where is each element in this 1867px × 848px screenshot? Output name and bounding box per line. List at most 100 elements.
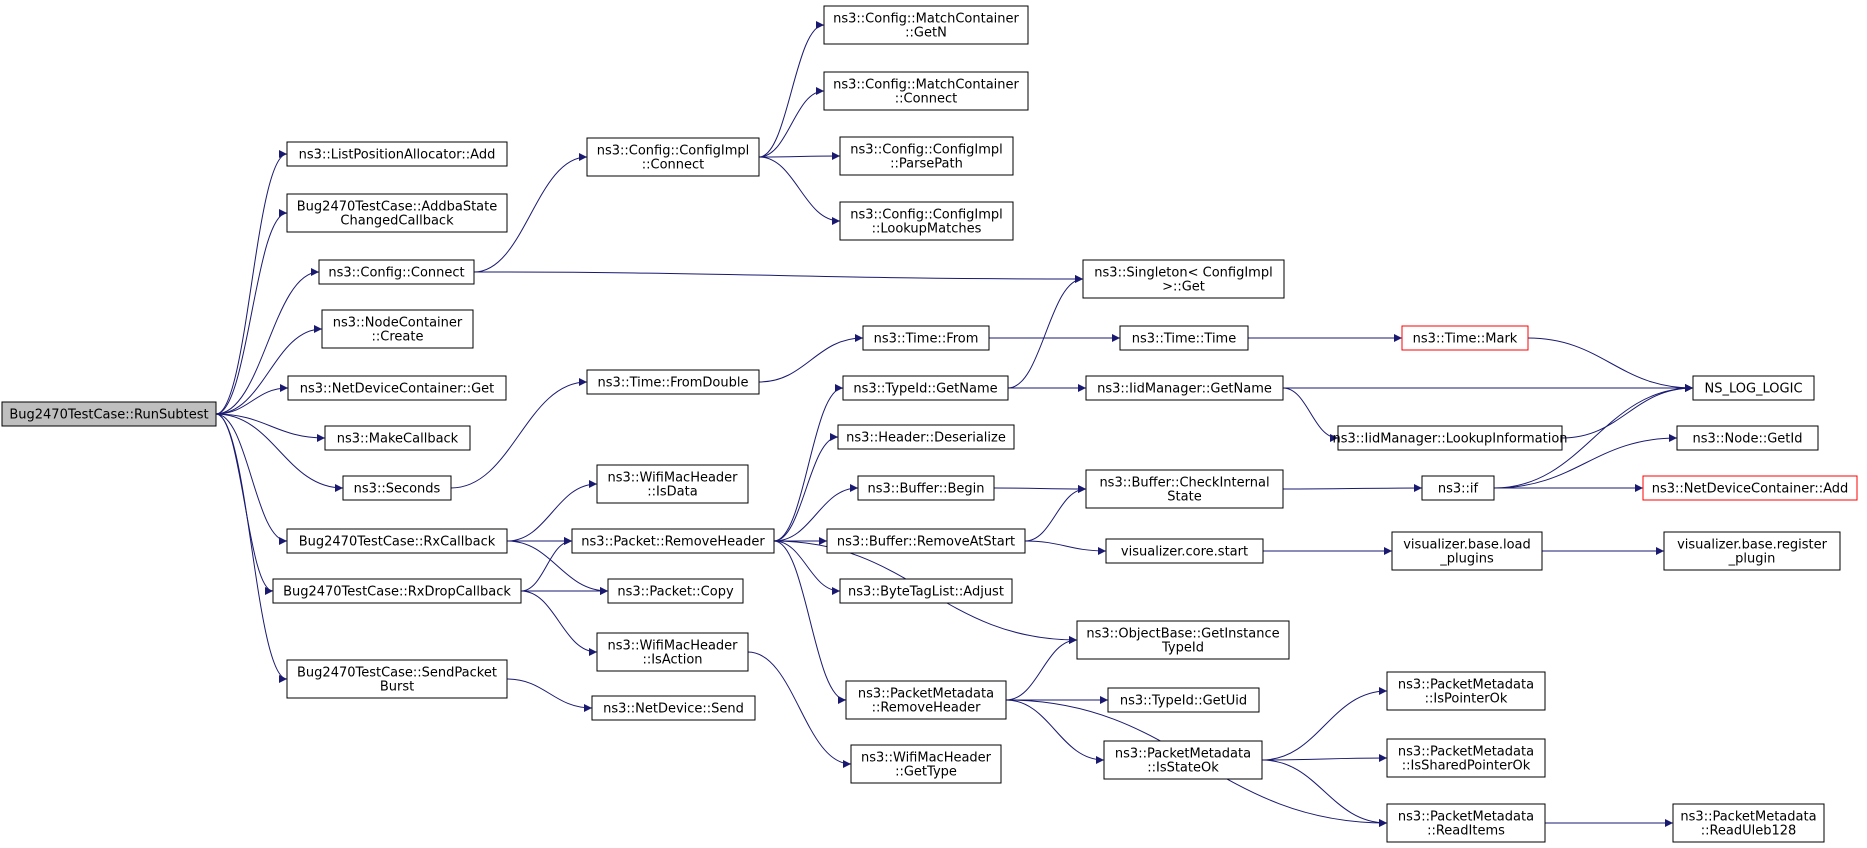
node-singletonget[interactable]: ns3::Singleton< ConfigImpl>::Get: [1082, 259, 1285, 299]
edge-root-to-cfgconnect: [215, 268, 320, 415]
node-label: ::Create: [372, 330, 424, 345]
node-label: ns3::WifiMacHeader: [607, 639, 738, 654]
node-label: _plugin: [1728, 552, 1776, 567]
node-label: ns3::Time::FromDouble: [598, 376, 749, 391]
node-label: ::IsAction: [642, 653, 702, 668]
edge-nsif-to-nslog: [1493, 384, 1694, 489]
node-btladjust[interactable]: ns3::ByteTagList::Adjust: [839, 578, 1013, 604]
edge-removeheader-to-hdrdeser: [773, 433, 839, 542]
node-label: NS_LOG_LOGIC: [1704, 382, 1802, 397]
node-addba[interactable]: Bug2470TestCase::AddbaStateChangedCallba…: [286, 193, 508, 233]
node-label: ns3::WifiMacHeader: [861, 751, 992, 766]
node-nodegetid[interactable]: ns3::Node::GetId: [1676, 425, 1819, 451]
node-removeheader[interactable]: ns3::Packet::RemoveHeader: [571, 528, 775, 554]
edge-removeheader-to-bufbegin: [773, 484, 859, 542]
node-root: Bug2470TestCase::RunSubtest: [1, 401, 217, 427]
edge-cfgconnect-to-singletonget: [473, 271, 1084, 283]
node-loadplugins[interactable]: visualizer.base.load_plugins: [1391, 531, 1543, 571]
node-ndsend[interactable]: ns3::NetDevice::Send: [591, 695, 756, 721]
edge-removeheader-to-typeidgetname: [773, 384, 844, 542]
node-label: ns3::NetDeviceContainer::Add: [1652, 482, 1849, 497]
node-label: Bug2470TestCase::RxCallback: [299, 535, 496, 550]
edge-removeheader-to-btladjust: [773, 540, 841, 595]
edge-rxcb-to-isdata: [506, 480, 598, 542]
edge-typeidgetname-to-singletonget: [1007, 275, 1084, 389]
node-listpos[interactable]: ns3::ListPositionAllocator::Add: [286, 141, 508, 167]
edge-rxcb-to-copy: [506, 540, 609, 595]
edge-iidgetname-to-lookupinfo: [1282, 387, 1339, 442]
node-label: ns3::Header::Deserialize: [846, 431, 1006, 446]
node-label: ns3::IidManager::GetName: [1097, 382, 1272, 397]
node-vizcorestart[interactable]: visualizer.core.start: [1105, 538, 1264, 564]
node-mcgetn[interactable]: ns3::Config::MatchContainer::GetN: [823, 5, 1029, 45]
edge-bufremoveatstart-to-checkinternal: [1024, 485, 1087, 542]
node-pmispointerok[interactable]: ns3::PacketMetadata::IsPointerOk: [1386, 671, 1546, 711]
node-pmisstateok[interactable]: ns3::PacketMetadata::IsStateOk: [1103, 740, 1263, 780]
node-isdata[interactable]: ns3::WifiMacHeader::IsData: [596, 464, 749, 504]
node-lookupmatches[interactable]: ns3::Config::ConfigImpl::LookupMatches: [839, 201, 1014, 241]
edge-checkinternal-to-nsif: [1282, 484, 1423, 493]
node-makecb[interactable]: ns3::MakeCallback: [324, 425, 471, 451]
node-label: ns3::Packet::RemoveHeader: [581, 535, 765, 550]
node-label: Bug2470TestCase::SendPacket: [297, 666, 497, 681]
node-label: Bug2470TestCase::AddbaState: [297, 200, 497, 215]
node-nsif[interactable]: ns3::if: [1421, 475, 1495, 501]
node-rxdrop[interactable]: Bug2470TestCase::RxDropCallback: [272, 578, 522, 604]
node-mcconnect[interactable]: ns3::Config::MatchContainer::Connect: [823, 71, 1029, 111]
node-label: ns3::Time::From: [874, 332, 979, 347]
node-label: ::ReadUleb128: [1701, 824, 1797, 839]
node-label: Bug2470TestCase::RxDropCallback: [283, 585, 511, 600]
node-isaction[interactable]: ns3::WifiMacHeader::IsAction: [596, 632, 749, 672]
node-readuleb[interactable]: ns3::PacketMetadata::ReadUleb128: [1672, 803, 1825, 843]
node-timemark[interactable]: ns3::Time::Mark: [1401, 325, 1529, 351]
node-copy[interactable]: ns3::Packet::Copy: [607, 578, 744, 604]
edge-root-to-sendburst: [215, 413, 288, 683]
node-hdrdeser[interactable]: ns3::Header::Deserialize: [837, 424, 1015, 450]
node-label: ChangedCallback: [340, 214, 454, 229]
node-bufremoveatstart[interactable]: ns3::Buffer::RemoveAtStart: [826, 528, 1026, 554]
node-pmreaditems[interactable]: ns3::PacketMetadata::ReadItems: [1386, 803, 1546, 843]
node-label: ::IsSharedPointerOk: [1402, 759, 1531, 774]
node-nslog[interactable]: NS_LOG_LOGIC: [1692, 375, 1815, 401]
node-pmremoveheader[interactable]: ns3::PacketMetadata::RemoveHeader: [845, 680, 1007, 720]
node-typeidgetname[interactable]: ns3::TypeId::GetName: [842, 375, 1009, 401]
node-label: _plugins: [1439, 552, 1494, 567]
node-label: visualizer.base.load: [1403, 538, 1531, 553]
edge-cfgimplconnect-to-mcconnect: [758, 87, 825, 158]
node-cfgconnect[interactable]: ns3::Config::Connect: [318, 259, 475, 285]
node-seconds[interactable]: ns3::Seconds: [342, 475, 452, 501]
node-label: Burst: [380, 680, 414, 695]
node-timetime[interactable]: ns3::Time::Time: [1119, 325, 1249, 351]
node-gettype[interactable]: ns3::WifiMacHeader::GetType: [850, 744, 1002, 784]
edge-root-to-ndcget: [215, 384, 289, 415]
node-ndcget[interactable]: ns3::NetDeviceContainer::Get: [287, 375, 507, 401]
node-label: Bug2470TestCase::RunSubtest: [9, 408, 208, 423]
node-ndcadd[interactable]: ns3::NetDeviceContainer::Add: [1642, 475, 1858, 501]
node-pmissharedpointerok[interactable]: ns3::PacketMetadata::IsSharedPointerOk: [1386, 738, 1546, 778]
node-timefrom[interactable]: ns3::Time::From: [862, 325, 990, 351]
node-cfgimplconnect[interactable]: ns3::Config::ConfigImpl::Connect: [586, 137, 760, 177]
edge-root-to-seconds: [215, 413, 344, 492]
node-typeidgetuid[interactable]: ns3::TypeId::GetUid: [1107, 687, 1260, 713]
node-bufbegin[interactable]: ns3::Buffer::Begin: [857, 475, 995, 501]
node-label: ::ParsePath: [890, 157, 963, 172]
node-rxcb[interactable]: Bug2470TestCase::RxCallback: [286, 528, 508, 554]
node-label: ::GetN: [905, 26, 947, 41]
node-parsepath[interactable]: ns3::Config::ConfigImpl::ParsePath: [839, 136, 1014, 176]
node-label: State: [1167, 490, 1201, 505]
node-label: ns3::ObjectBase::GetInstance: [1086, 627, 1279, 642]
node-nodecreate[interactable]: ns3::NodeContainer::Create: [321, 309, 474, 349]
node-timefromdouble[interactable]: ns3::Time::FromDouble: [586, 369, 760, 395]
edges-layer: [215, 21, 1694, 827]
node-registerplugin[interactable]: visualizer.base.register_plugin: [1663, 531, 1841, 571]
node-label: ::Connect: [895, 92, 958, 107]
node-label: ::IsStateOk: [1147, 761, 1219, 776]
node-lookupinfo[interactable]: ns3::IidManager::LookupInformation: [1332, 425, 1568, 451]
node-label: ns3::if: [1438, 482, 1479, 497]
node-iidgetname[interactable]: ns3::IidManager::GetName: [1085, 375, 1284, 401]
edge-root-to-listpos: [215, 150, 288, 415]
